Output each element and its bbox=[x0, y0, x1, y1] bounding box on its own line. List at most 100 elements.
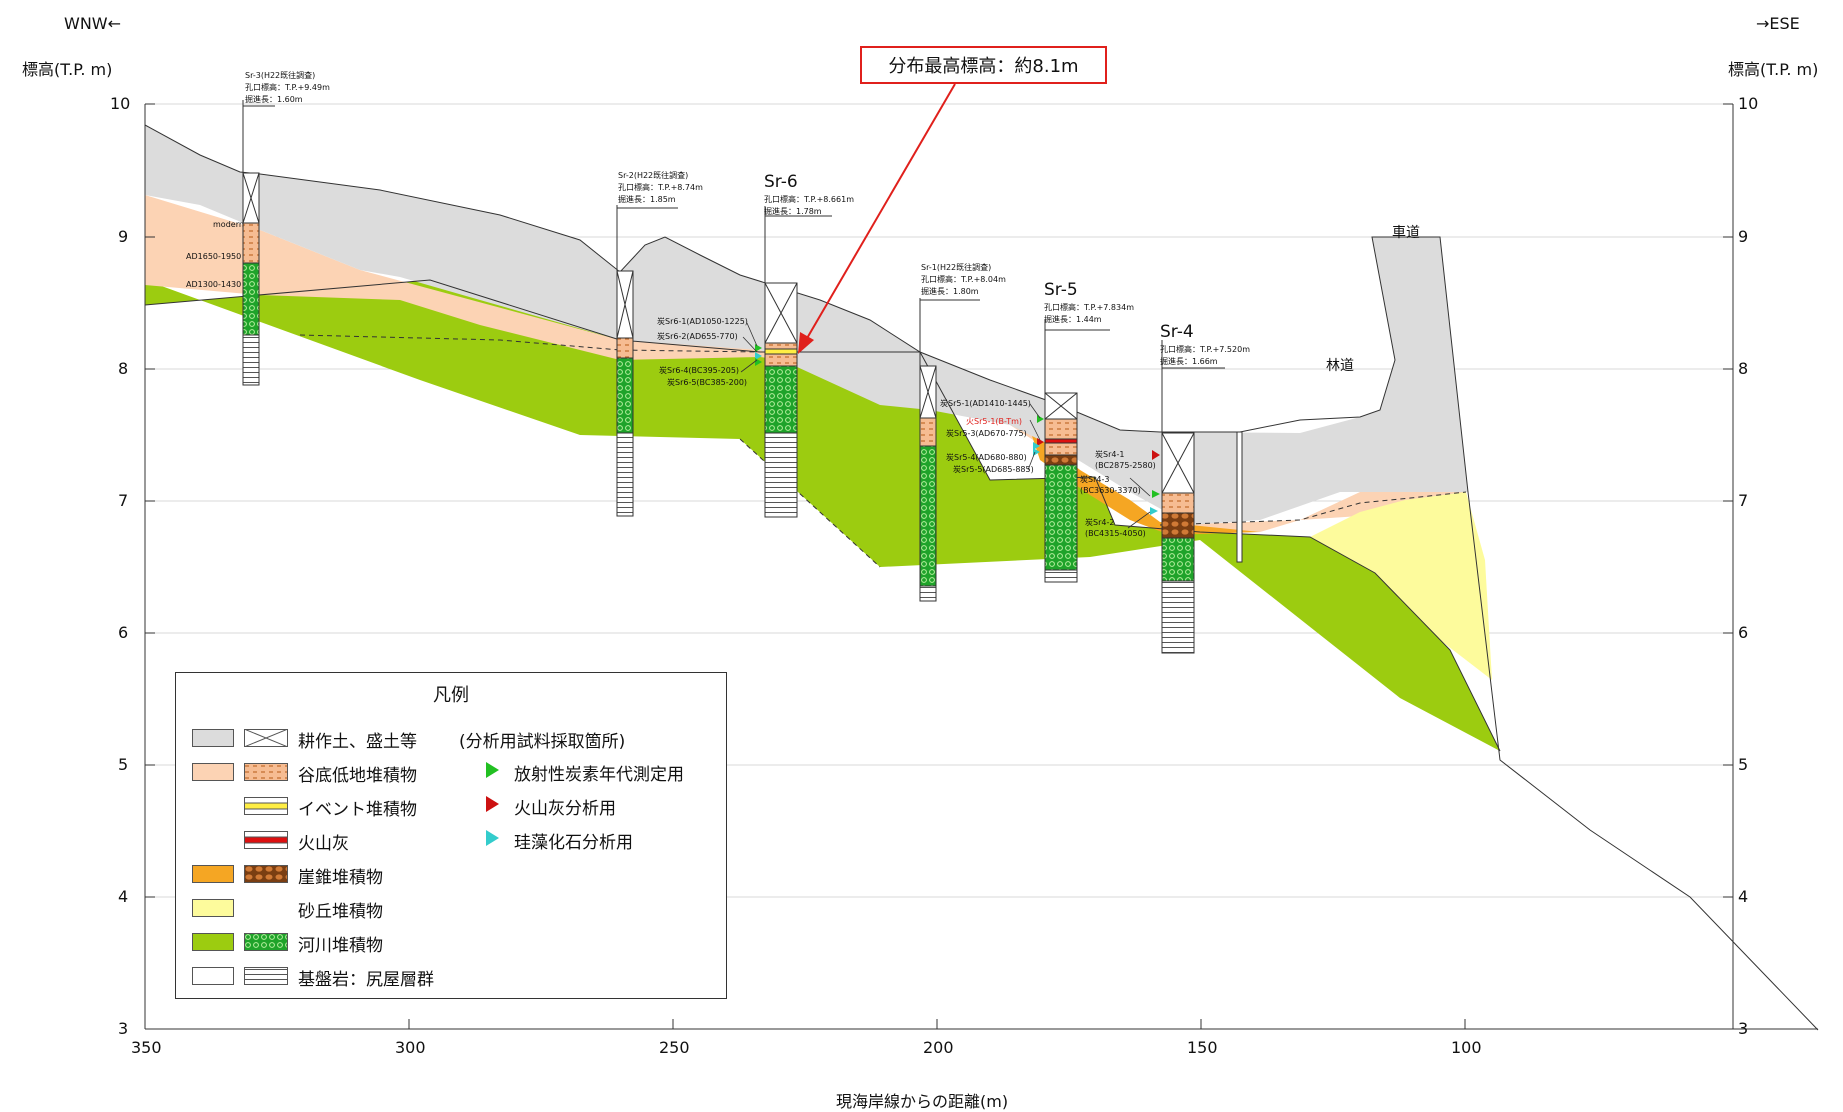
direction-right-label: →ESE bbox=[1756, 14, 1800, 33]
road-label: 車道 bbox=[1392, 225, 1420, 241]
legend-title: 凡例 bbox=[433, 685, 469, 706]
legend-label: 火山灰 bbox=[298, 834, 349, 854]
bedrock-swatch bbox=[192, 967, 234, 985]
borehole-title: Sr-3(H22既往調査) bbox=[245, 71, 316, 80]
x-tick-label: 150 bbox=[1187, 1038, 1218, 1057]
road-pole bbox=[1236, 431, 1243, 563]
talus-pattern-swatch bbox=[244, 865, 288, 883]
borehole-elevation: 孔口標高：T.P.+8.74m bbox=[618, 183, 703, 192]
y-tick-label-right: 4 bbox=[1738, 887, 1749, 906]
x-tick-label: 300 bbox=[395, 1038, 426, 1057]
cyan-triangle-icon bbox=[486, 830, 499, 846]
borehole-title: Sr-6 bbox=[764, 172, 798, 192]
x-ticks bbox=[144, 1019, 1466, 1029]
sample-label: (BC3630-3370) bbox=[1080, 486, 1141, 495]
sample-sr5-1-marker bbox=[1037, 415, 1044, 423]
forest-road-label: 林道 bbox=[1326, 358, 1354, 374]
y-ticks-left bbox=[145, 103, 155, 1030]
dashed-contact-2 bbox=[1159, 491, 1467, 526]
layer-dune bbox=[1310, 492, 1492, 680]
borehole-depth: 掘進長：1.80m bbox=[921, 287, 979, 296]
label-leaders bbox=[740, 322, 1151, 529]
river-pattern-swatch bbox=[244, 933, 288, 951]
sample-sr5-4-marker bbox=[1033, 448, 1040, 456]
dashed-contact-3 bbox=[739, 438, 881, 568]
sample-label-ash: 火Sr5-1(B-Tm) bbox=[966, 417, 1022, 426]
y-tick-label: 4 bbox=[118, 887, 129, 906]
sample-label: 炭Sr5-1(AD1410-1445) bbox=[940, 399, 1031, 408]
valley-swatch bbox=[192, 763, 234, 781]
sample-sr5-ash-marker bbox=[1037, 438, 1044, 446]
y-ticks-right bbox=[1723, 103, 1733, 1030]
borehole-depth: 掘進長：1.60m bbox=[245, 95, 303, 104]
sample-label: 炭Sr6-1(AD1050-1225) bbox=[657, 317, 748, 326]
borehole-sr3-column bbox=[242, 100, 275, 386]
y-tick-label-right: 6 bbox=[1738, 623, 1749, 642]
sample-label: 炭Sr5-4(AD680-880) bbox=[946, 453, 1027, 462]
green-triangle-icon bbox=[486, 762, 499, 778]
sample-label: (BC4315-4050) bbox=[1085, 529, 1146, 538]
legend-label: 谷底低地堆積物 bbox=[298, 766, 417, 786]
borehole-depth: 掘進長：1.85m bbox=[618, 195, 676, 204]
legend-sample-label: 珪藻化石分析用 bbox=[514, 833, 633, 853]
ground-surface bbox=[144, 124, 1819, 1031]
sample-label: 炭Sr6-2(AD655-770) bbox=[657, 332, 738, 341]
y-tick-label: 10 bbox=[110, 94, 131, 113]
legend-label: イベント堆積物 bbox=[298, 800, 417, 820]
event-pattern-swatch bbox=[244, 797, 288, 815]
legend-label: 耕作土、盛土等 bbox=[298, 732, 417, 752]
sample-sr4-3-marker bbox=[1152, 490, 1160, 498]
sample-label: 炭Sr4-3 bbox=[1080, 475, 1110, 484]
borehole-title: Sr-2(H22既往調査) bbox=[618, 171, 689, 180]
sample-label: AD1300-1430 bbox=[186, 280, 242, 289]
sample-label: 炭Sr4-1 bbox=[1095, 450, 1125, 459]
x-axis-label: 現海岸線からの距離(m) bbox=[836, 1092, 1009, 1111]
red-triangle-icon bbox=[486, 796, 499, 812]
sample-label: 炭Sr4-2 bbox=[1085, 518, 1115, 527]
legend-label: 基盤岩：尻屋層群 bbox=[298, 970, 434, 990]
y-tick-label-right: 5 bbox=[1738, 755, 1749, 774]
y-tick-label: 5 bbox=[118, 755, 129, 774]
borehole-elevation: 孔口標高：T.P.+7.834m bbox=[1044, 303, 1134, 312]
sample-sr5-3-marker bbox=[1033, 442, 1040, 450]
direction-left-label: WNW← bbox=[64, 14, 122, 33]
river-swatch bbox=[192, 933, 234, 951]
y-tick-label-right: 8 bbox=[1738, 359, 1749, 378]
borehole-depth: 掘進長：1.66m bbox=[1160, 357, 1218, 366]
sample-label: 炭Sr6-5(BC385-200) bbox=[667, 378, 748, 387]
y-tick-label: 8 bbox=[118, 359, 129, 378]
sample-label: 炭Sr5-5(AD685-885) bbox=[953, 465, 1034, 474]
x-tick-label: 100 bbox=[1451, 1038, 1482, 1057]
x-tick-label: 200 bbox=[923, 1038, 954, 1057]
y-tick-label-right: 7 bbox=[1738, 491, 1749, 510]
ash-pattern-swatch bbox=[244, 831, 288, 849]
borehole-depth: 掘進長：1.78m bbox=[764, 207, 822, 216]
sample-label: AD1650-1950 bbox=[186, 252, 242, 261]
fill-pattern-swatch bbox=[244, 729, 288, 747]
y-tick-label: 3 bbox=[118, 1019, 129, 1038]
y-tick-label-right: 3 bbox=[1738, 1019, 1749, 1038]
dune-swatch bbox=[192, 899, 234, 917]
borehole-columns bbox=[242, 100, 1225, 654]
borehole-sr2-column bbox=[616, 205, 678, 517]
y-tick-label-right: 9 bbox=[1738, 227, 1749, 246]
borehole-sr5-column bbox=[1044, 320, 1110, 583]
borehole-elevation: 孔口標高：T.P.+7.520m bbox=[1160, 345, 1250, 354]
sample-sr6-2-marker bbox=[755, 352, 762, 360]
borehole-sr1-column bbox=[919, 298, 980, 602]
layer-fill bbox=[145, 125, 1468, 525]
legend-label: 崖錐堆積物 bbox=[298, 868, 383, 888]
y-axis-label-right: 標高(T.P. m) bbox=[1728, 60, 1819, 79]
talus-swatch bbox=[192, 865, 234, 883]
y-tick-label: 7 bbox=[118, 491, 129, 510]
y-tick-label-right: 10 bbox=[1738, 94, 1759, 113]
y-axis-label-left: 標高(T.P. m) bbox=[22, 60, 113, 79]
sample-label: (BC2875-2580) bbox=[1095, 461, 1156, 470]
borehole-title: Sr-4 bbox=[1160, 322, 1194, 342]
legend-label: 砂丘堆積物 bbox=[298, 902, 383, 922]
legend: 凡例 耕作土、盛土等 谷底低地堆積物 イベント堆積物 火山灰 bbox=[175, 672, 727, 999]
y-tick-label: 9 bbox=[118, 227, 129, 246]
borehole-elevation: 孔口標高：T.P.+9.49m bbox=[245, 83, 330, 92]
sample-sr4-2-marker bbox=[1150, 507, 1158, 515]
max-elevation-callout: 分布最高標高：約8.1m bbox=[860, 46, 1107, 84]
